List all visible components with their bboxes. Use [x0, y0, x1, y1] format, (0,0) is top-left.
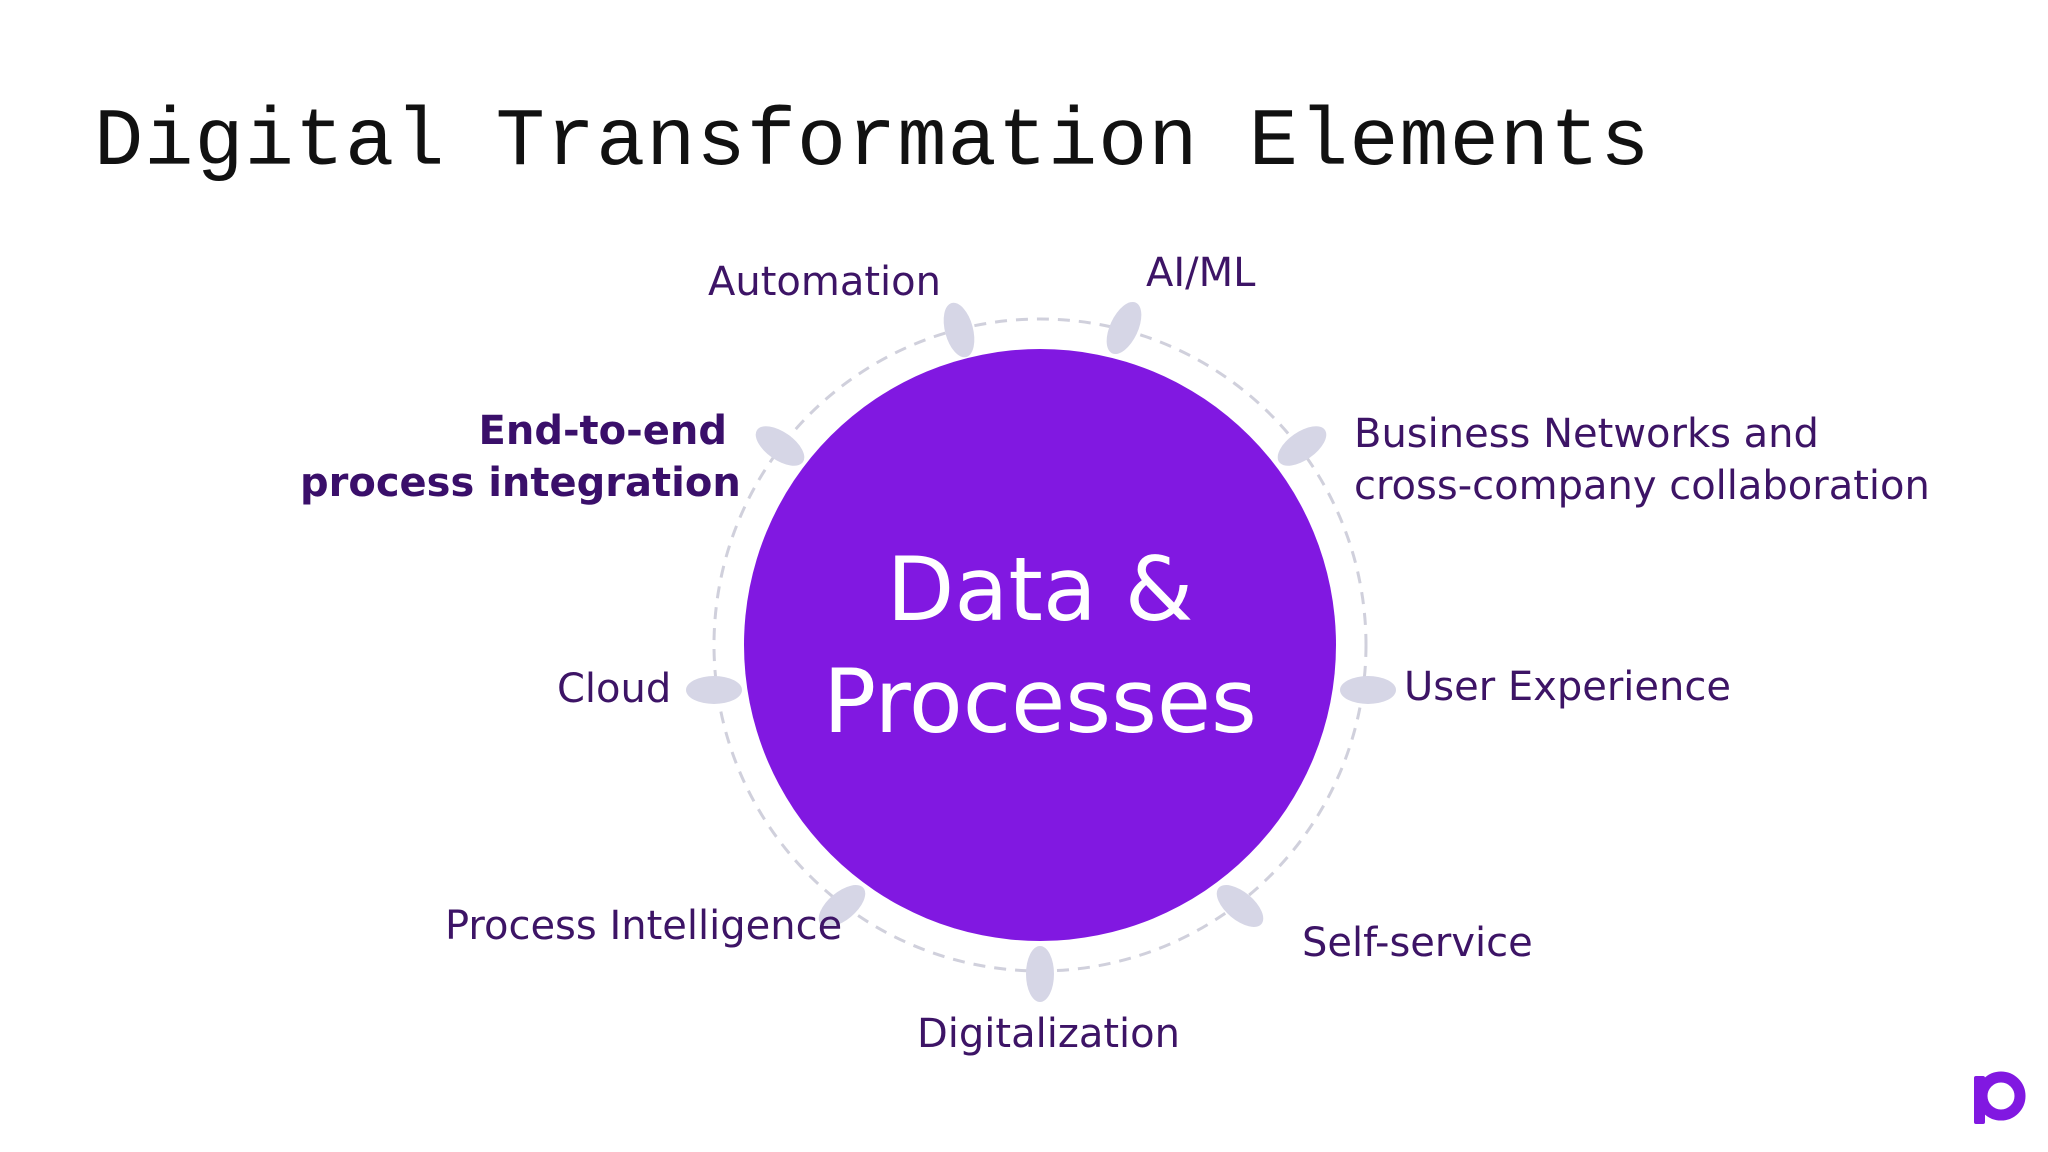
orbit-node-cloud [686, 676, 742, 704]
orbit-node-end-to-end [755, 426, 805, 466]
label-end-to-end-line2: process integration [300, 460, 741, 506]
label-business-networks-line2: cross-company collaboration [1354, 463, 1930, 509]
orbit-node-business-networks [1277, 426, 1327, 466]
orbit-node-self-service [1216, 885, 1264, 927]
orbit-node-ai-ml [1106, 301, 1142, 355]
label-cloud: Cloud [557, 666, 672, 712]
label-automation: Automation [708, 259, 941, 305]
orbit-node-process-intelligence [818, 885, 866, 927]
label-business-networks: Business Networks and cross-company coll… [1354, 408, 1930, 512]
center-title-line1: Data & [886, 538, 1194, 641]
orbit-node-user-experience [1340, 676, 1396, 704]
label-business-networks-line1: Business Networks and [1354, 411, 1819, 457]
label-process-intelligence: Process Intelligence [445, 903, 843, 949]
label-user-experience: User Experience [1404, 664, 1731, 710]
orbit-node-automation [943, 302, 975, 358]
orbit-node-digitalization [1026, 946, 1054, 1002]
slide-title: Digital Transformation Elements [94, 96, 1651, 189]
label-end-to-end-line1: End-to-end [478, 408, 727, 454]
label-end-to-end: End-to-end process integration [300, 405, 741, 509]
center-title-line2: Processes [823, 650, 1257, 753]
brand-p-logo-icon [1974, 1071, 2026, 1124]
label-self-service: Self-service [1302, 920, 1533, 966]
label-ai-ml: AI/ML [1146, 250, 1256, 296]
label-digitalization: Digitalization [917, 1011, 1180, 1057]
center-circle [744, 349, 1336, 941]
